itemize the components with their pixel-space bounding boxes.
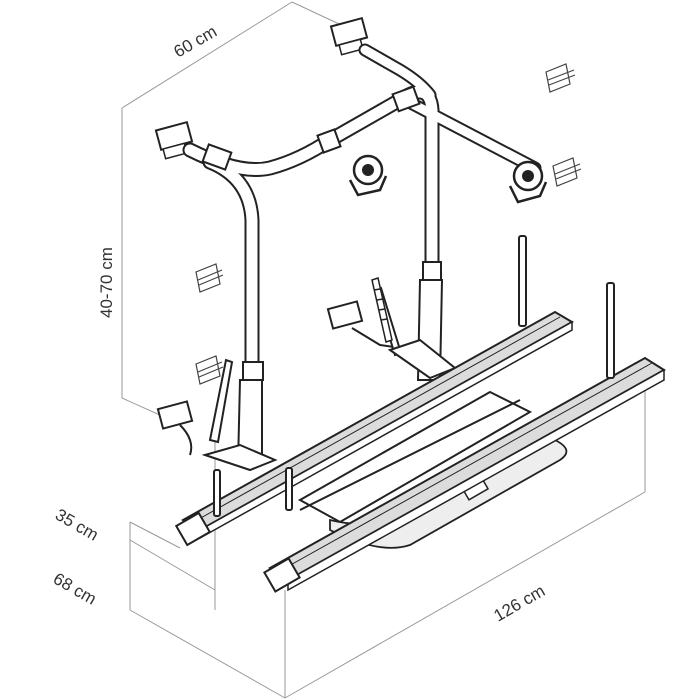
dim-label-mount-offset: 35 cm [52,505,102,545]
hinge-detail-left-upper-icon [195,263,224,293]
lower-left-mount-bracket-icon [156,400,194,456]
dim-label-width: 60 cm [171,22,221,62]
frame-clamp-left-icon [348,154,388,197]
platform-cross-bars [297,390,533,524]
top-right-mount-bracket-icon [329,16,369,56]
hinge-detail-left-lower-icon [195,355,224,385]
hinge-detail-upper-right-icon [545,63,576,93]
wheel-strap-icon [371,277,393,343]
dimension-lines [121,1,646,699]
dim-label-rail-length: 126 cm [491,581,549,625]
lower-right-mount-bracket-icon [326,300,416,351]
dim-label-bottom-clearance: 68 cm [50,569,100,609]
frame-clamp-right-icon [508,160,548,204]
top-frame [182,43,542,381]
dim-label-height: 40-70 cm [97,247,116,318]
rear-wheel-rail [263,356,666,593]
hinge-detail-mid-right-icon [552,157,582,187]
rail-uprights [213,235,615,517]
